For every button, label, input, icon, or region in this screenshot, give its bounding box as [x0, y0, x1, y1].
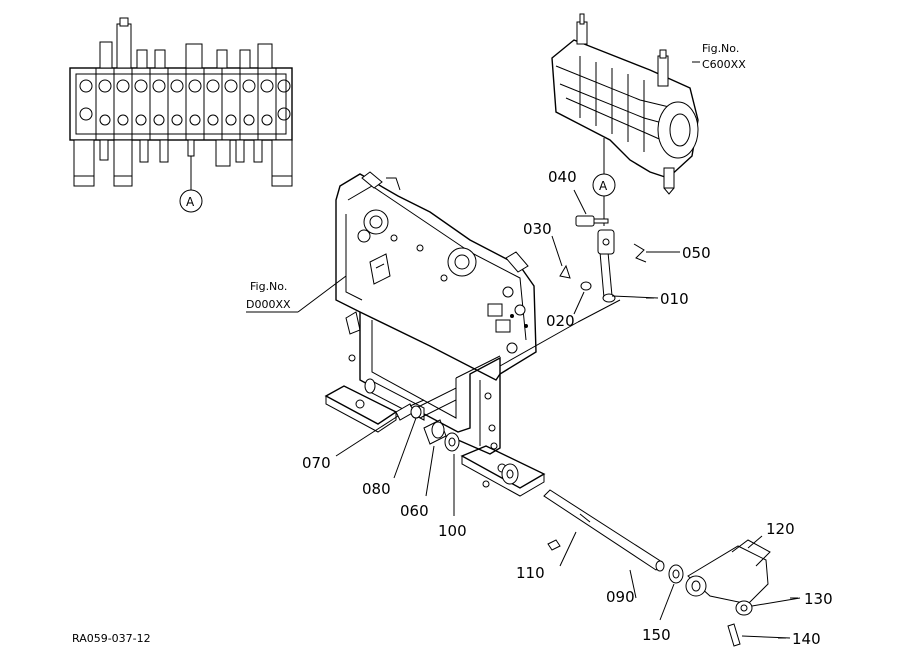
callout-070: 070: [302, 454, 331, 472]
detail-a-marker-left: [179, 189, 203, 213]
control-valve-iso-view: [551, 13, 700, 226]
callout-120: 120: [766, 520, 795, 538]
callout-060: 060: [400, 502, 429, 520]
callout-140: 140: [792, 630, 821, 648]
leader-lines: [335, 189, 801, 639]
callout-040: 040: [548, 168, 577, 186]
callout-010: 010: [660, 290, 689, 308]
callout-100: 100: [438, 522, 467, 540]
callout-050: 050: [682, 244, 711, 262]
fig-ref-c600-prefix: Fig.No.: [702, 42, 739, 55]
lower-linkage: [395, 399, 771, 647]
fig-ref-c600-code: C600XX: [702, 58, 746, 71]
drawing-ref-code: RA059-037-12: [72, 632, 151, 645]
stand-frame: [324, 171, 546, 497]
fig-ref-d000-code: D000XX: [246, 298, 291, 311]
callout-110: 110: [516, 564, 545, 582]
callout-130: 130: [804, 590, 833, 608]
detail-a-label-left: A: [186, 195, 195, 209]
control-valve-front-view: [69, 17, 293, 213]
detail-a-label-right: A: [599, 179, 608, 193]
callout-030: 030: [523, 220, 552, 238]
callout-150: 150: [642, 626, 671, 644]
link-rod-assembly: [499, 215, 647, 367]
callout-080: 080: [362, 480, 391, 498]
callout-090: 090: [606, 588, 635, 606]
callout-020: 020: [546, 312, 575, 330]
fig-ref-d000-prefix: Fig.No.: [250, 280, 287, 293]
